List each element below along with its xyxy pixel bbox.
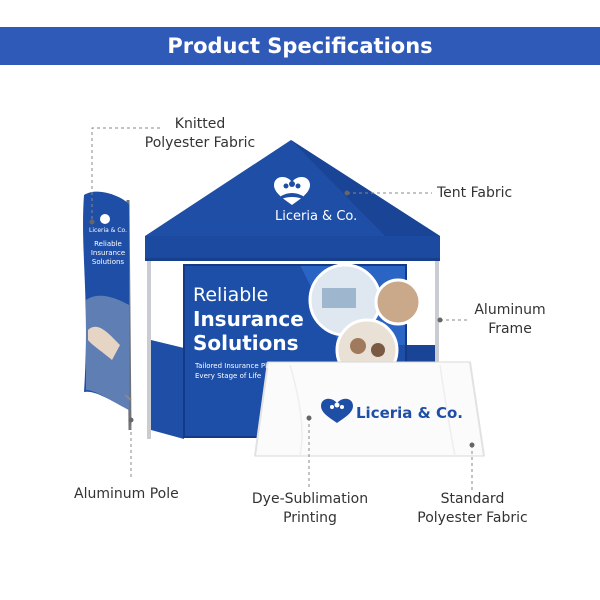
- banner-line2: Insurance: [193, 307, 304, 331]
- callout-dye-sublimation: Dye-Sublimation Printing: [240, 490, 380, 528]
- callout-knitted-line2: Polyester Fabric: [144, 135, 256, 151]
- flag-brand-name: Liceria & Co.: [89, 227, 127, 234]
- callout-frame-line2: Frame: [488, 321, 532, 337]
- flag-line2: Insurance: [90, 249, 126, 257]
- callout-aluminum-pole: Aluminum Pole: [74, 486, 179, 502]
- tent-leg-right: [435, 261, 439, 371]
- callout-dye-line1: Dye-Sublimation: [251, 491, 369, 507]
- flag-line3: Solutions: [91, 258, 125, 266]
- callout-knitted-line1: Knitted: [174, 116, 226, 132]
- tent-roof-shade: [291, 140, 440, 236]
- tent-sidewall: [151, 340, 184, 439]
- tent-valance: [145, 236, 440, 260]
- banner-line3: Solutions: [193, 331, 299, 355]
- callout-aluminum-frame: Aluminum Frame: [470, 301, 550, 339]
- table-brand-name: Liceria & Co.: [356, 404, 463, 422]
- callout-standard-fabric: Standard Polyester Fabric: [405, 490, 540, 528]
- banner-photo-2: [374, 278, 422, 326]
- banner-tagline1: Tailored Insurance Pla: [195, 362, 272, 370]
- callout-dye-line2: Printing: [283, 510, 337, 526]
- banner-line1: Reliable: [193, 284, 269, 306]
- table-logo: [321, 398, 353, 423]
- heart-family-icon: [321, 398, 353, 423]
- tent-leg-left: [147, 261, 151, 439]
- leader-lines: [89, 127, 475, 490]
- callout-standard-line1: Standard: [440, 491, 505, 507]
- page-title: Product Specifications: [0, 27, 600, 65]
- banner-tagline2: Every Stage of Life: [195, 372, 262, 380]
- callout-knitted: Knitted Polyester Fabric: [130, 115, 270, 153]
- roof-logo: [274, 176, 310, 205]
- flag-line1: Reliable: [94, 240, 122, 248]
- callout-tent-fabric: Tent Fabric: [437, 185, 513, 201]
- callout-frame-line1: Aluminum: [474, 302, 546, 318]
- callout-standard-line2: Polyester Fabric: [417, 510, 528, 526]
- roof-brand-name: Liceria & Co.: [275, 209, 358, 224]
